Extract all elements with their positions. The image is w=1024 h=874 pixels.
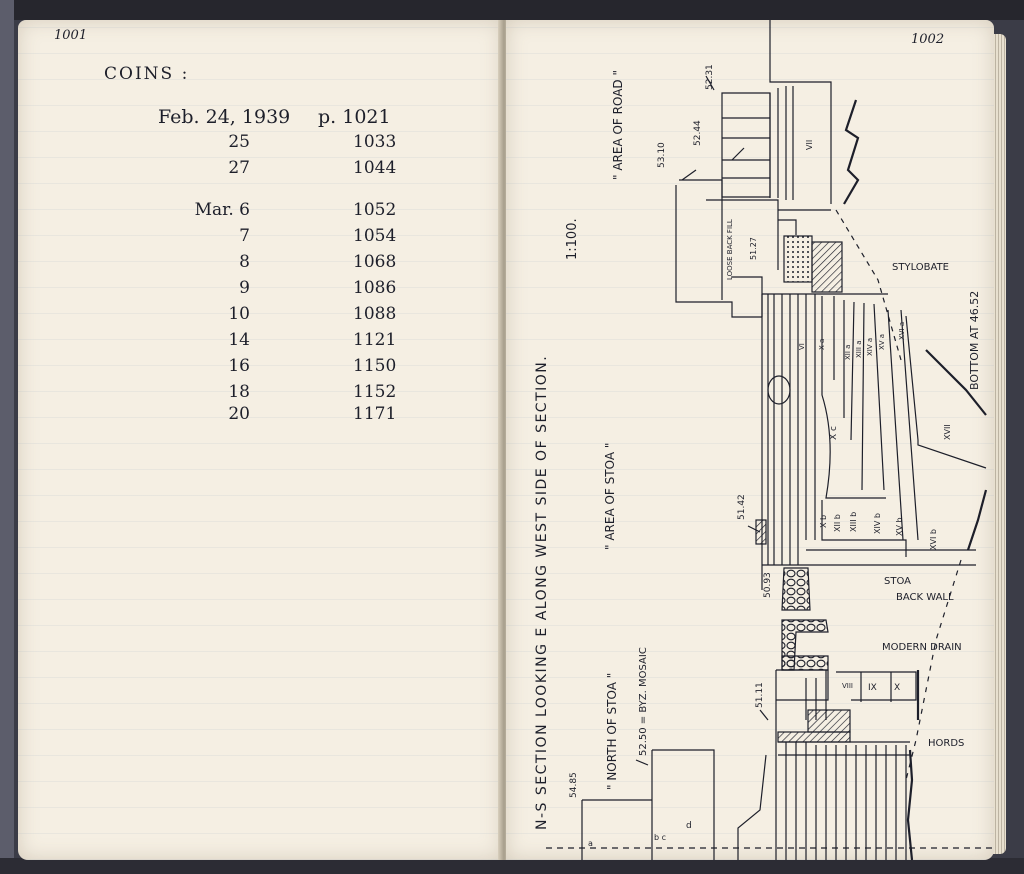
coin-row-page: 1044 [353, 158, 397, 178]
modern-drain-label: MODERN DRAIN [882, 642, 962, 653]
coin-row-page: 1052 [353, 200, 397, 220]
coin-row-page: 1121 [353, 330, 397, 350]
hords-label: HORDS [928, 738, 964, 749]
section-drawing: N-S SECTION LOOKING E ALONG WEST SIDE OF… [534, 20, 994, 860]
layer-xiva: XIV a [866, 338, 874, 356]
bottom-label: BOTTOM AT 46.52 [968, 291, 981, 390]
elev-5093: 50.93 [763, 572, 773, 598]
area-stoa-label: " AREA OF STOA " [603, 443, 617, 550]
coin-row-date: 7 [239, 226, 250, 246]
layer-xiiib: XIII b [849, 512, 858, 532]
layer-vii: VII [805, 140, 814, 150]
layer-vi: VI [798, 343, 806, 350]
layer-xiib: XII b [833, 514, 842, 532]
section-title: N-S SECTION LOOKING E ALONG WEST SIDE OF… [534, 355, 550, 830]
coin-row-date: 25 [228, 132, 250, 152]
coin-row-page: 1068 [353, 252, 397, 272]
coin-row-date: 14 [228, 330, 250, 350]
notebook-cover-top [0, 0, 1024, 20]
left-page: 1001 COINS : Feb. 24, 1939 p. 1021 25 103… [18, 20, 502, 860]
page-number-right: 1002 [911, 32, 945, 47]
coin-row-first-page: p. 1021 [318, 106, 391, 128]
coin-row-date: Mar. 6 [194, 200, 250, 220]
coin-row-date: 9 [239, 278, 250, 298]
layer-d: d [686, 821, 692, 831]
notebook-cover-bottom [0, 858, 1024, 874]
coin-row-date: 20 [228, 404, 250, 424]
layer-xa: X a [818, 339, 826, 350]
elev-5244: 52.44 [693, 120, 703, 146]
page-edge-stack [990, 34, 1006, 854]
coin-row-first-date: Feb. 24, 1939 [158, 106, 291, 128]
coin-row-page: 1054 [353, 226, 397, 246]
coin-row-date: 16 [228, 356, 250, 376]
coin-row-page: 1086 [353, 278, 397, 298]
coin-row-page: 1088 [353, 304, 397, 324]
layer-xb: X b [819, 515, 828, 528]
coin-row-date: 8 [239, 252, 250, 272]
right-page: 1002 [506, 20, 994, 860]
north-stoa-label: " NORTH OF STOA " [605, 673, 619, 790]
layer-xiia: XII a [844, 345, 852, 360]
loose-back-fill-label: LOOSE BACK FILL [726, 219, 734, 280]
notebook-cover-left [0, 0, 14, 874]
coin-row-date: 18 [228, 382, 250, 402]
layer-xc: X c [829, 426, 839, 440]
layer-xvia: XVI a [898, 322, 906, 340]
stylobate-label: STYLOBATE [892, 262, 949, 273]
elev-5142: 51.42 [737, 494, 747, 520]
elev-5231: 52.31 [705, 64, 715, 90]
layer-ix: IX [868, 683, 877, 693]
layer-x: X [894, 683, 900, 693]
layer-viii: VIII [842, 682, 853, 690]
coin-row-page: 1152 [353, 382, 397, 402]
elev-5485: 54.85 [569, 772, 579, 798]
back-wall-label: BACK WALL [896, 592, 954, 603]
ruled-lines [18, 20, 502, 860]
coin-row-page: 1033 [353, 132, 397, 152]
layer-bc: b c [654, 833, 666, 842]
elev-5310: 53.10 [657, 142, 667, 168]
layer-xvii: XVII [943, 424, 952, 440]
mosaic-label: 52.50 = BYZ. MOSAIC [638, 647, 649, 756]
page-number-left: 1001 [54, 28, 88, 43]
elev-5111: 51.11 [755, 682, 765, 708]
coin-row-page: 1171 [353, 404, 397, 424]
layer-xiiia: XIII a [855, 340, 863, 358]
area-road-label: " AREA OF ROAD " [611, 70, 625, 180]
stoa-label: STOA [884, 576, 911, 587]
scale-label: 1:100. [565, 218, 580, 260]
coins-heading: COINS : [104, 64, 190, 84]
layer-xva: XV a [878, 334, 886, 350]
layer-xvb: XV b [895, 517, 904, 536]
layer-xvib: XVI b [929, 529, 938, 550]
coin-row-date: 10 [228, 304, 250, 324]
coin-row-page: 1150 [353, 356, 397, 376]
layer-xivb: XIV b [873, 513, 882, 534]
coin-row-date: 27 [228, 158, 250, 178]
elev-5127: 51.27 [749, 237, 758, 260]
layer-a: a [588, 839, 593, 848]
